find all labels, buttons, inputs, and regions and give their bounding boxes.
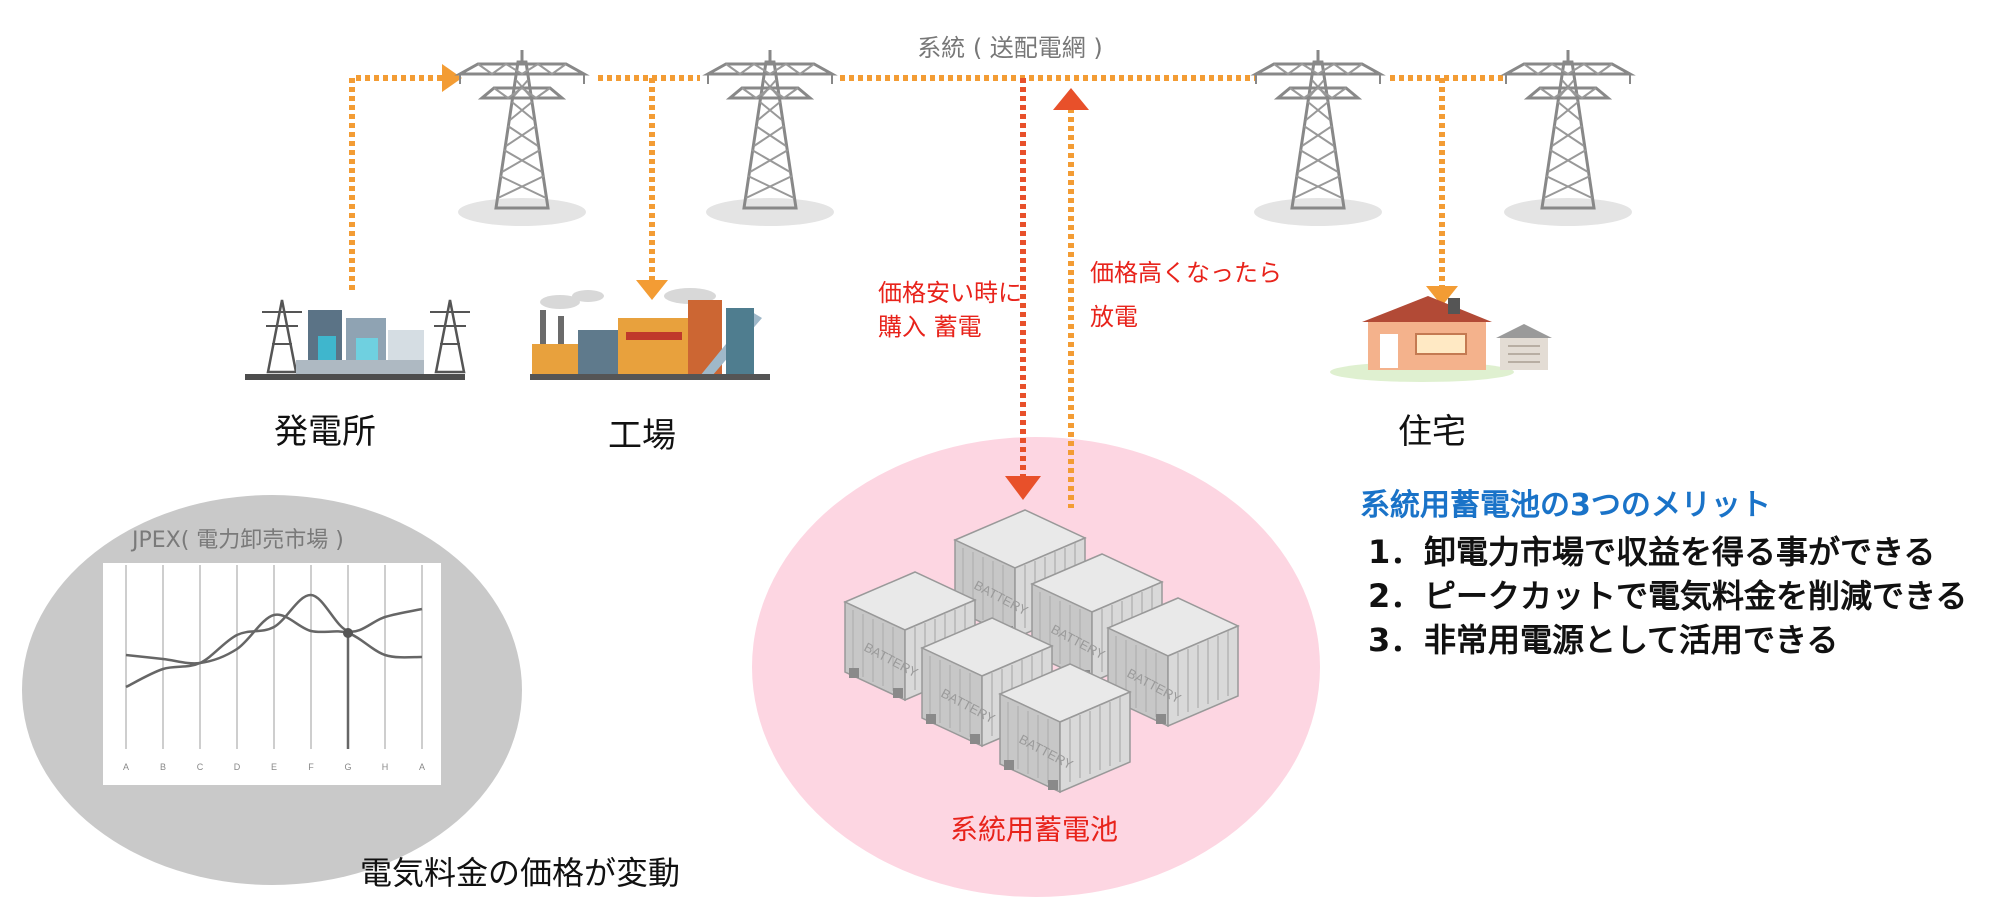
merit-text: 卸電力市場で収益を得る事ができる [1424, 533, 1936, 571]
merits-title: 系統用蓄電池の3つのメリット [1360, 488, 1771, 523]
buy-note-line1: 価格安い時に [878, 279, 1022, 307]
merit-item: 1．卸電力市場で収益を得る事ができる [1368, 530, 1967, 574]
chart-x-tick-label: C [197, 762, 204, 772]
label-power-plant: 発電所 [274, 412, 376, 452]
power-plant-icon [245, 299, 470, 380]
grid-lines [349, 75, 1505, 290]
merit-item: 2．ピークカットで電気料金を削減できる [1368, 574, 1967, 618]
chart-x-tick-label: F [308, 762, 314, 772]
sell-note-line1: 価格高くなったら [1090, 259, 1282, 287]
merit-number: 3． [1368, 621, 1423, 659]
market-chart-title: JPEX( 電力卸売市場 ) [132, 528, 344, 553]
buy-note-line2: 購入 蓄電 [878, 313, 982, 341]
merit-text: ピークカットで電気料金を削減できる [1424, 577, 1968, 615]
merits-list: 1．卸電力市場で収益を得る事ができる 2．ピークカットで電気料金を削減できる 3… [1368, 530, 1967, 662]
chart-x-tick-label: B [160, 762, 166, 772]
battery-group: BATTERYBATTERYBATTERYBATTERYBATTERYBATTE… [844, 509, 1239, 793]
house-icon [1330, 296, 1552, 382]
chart-x-tick-label: H [382, 762, 389, 772]
transmission-tower [1252, 48, 1384, 228]
chart-series-line [125, 613, 423, 665]
grid-title: 系統 ( 送配電網 ) [917, 34, 1103, 62]
battery-label: 系統用蓄電池 [950, 813, 1119, 846]
merit-number: 2． [1368, 577, 1423, 615]
factory-icon [530, 288, 770, 380]
transmission-tower [1502, 48, 1634, 228]
chart-x-tick-label: G [344, 762, 351, 772]
label-house: 住宅 [1398, 412, 1466, 452]
merit-item: 3．非常用電源として活用できる [1368, 618, 1967, 662]
buy-note: 価格安い時に 購入 蓄電 [878, 276, 1022, 344]
factory-arrowhead-down [636, 280, 668, 300]
house-arrowhead-down [1426, 286, 1458, 306]
grid-arrowhead-right [442, 64, 462, 92]
sell-note-line2: 放電 [1090, 303, 1138, 331]
chart-highlight-point [343, 628, 353, 638]
sell-note: 価格高くなったら 放電 [1090, 256, 1282, 334]
chart-x-tick-label: A [419, 762, 425, 772]
transmission-tower [456, 48, 588, 228]
label-factory: 工場 [608, 416, 676, 456]
chart-x-tick-label: E [271, 762, 277, 772]
buy-arrowhead [1005, 476, 1041, 500]
transmission-tower [704, 48, 836, 228]
merit-number: 1． [1368, 533, 1423, 571]
sell-arrowhead [1053, 88, 1089, 110]
chart-series-line [125, 593, 423, 689]
chart-x-tick-label: D [234, 762, 241, 772]
merit-text: 非常用電源として活用できる [1424, 621, 1839, 659]
chart-x-tick-label: A [123, 762, 129, 772]
market-caption: 電気料金の価格が変動 [360, 854, 681, 892]
